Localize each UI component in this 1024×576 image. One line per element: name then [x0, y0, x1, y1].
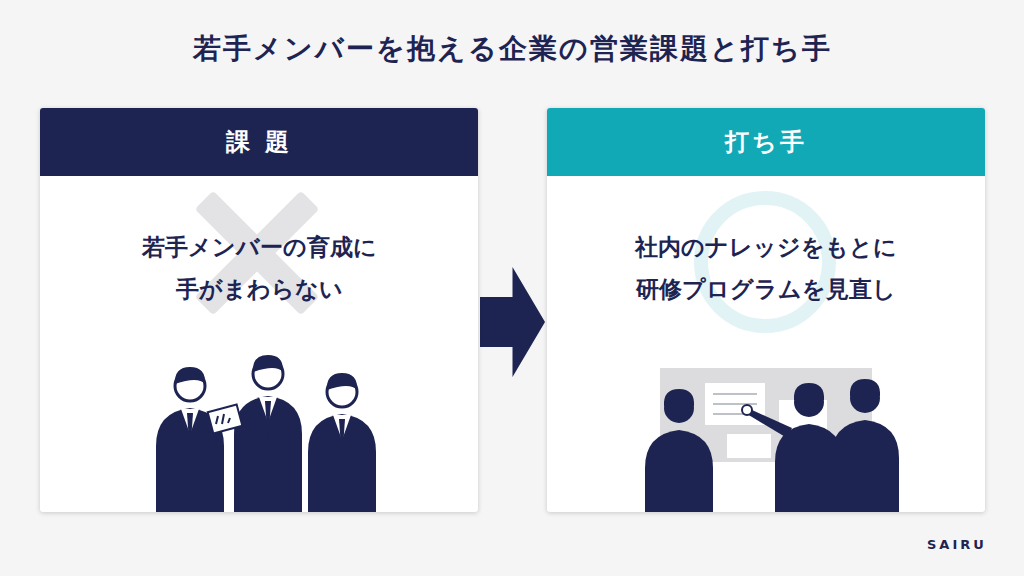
panel-body-text: 若手メンバーの育成に 手がまわらない	[74, 226, 444, 310]
panel-box: 打ち手社内のナレッジをもとに 研修プログラムを見直し	[547, 108, 985, 512]
panel-heading: 課 題	[40, 108, 478, 176]
block-arrow	[480, 267, 545, 377]
brand-logo: SAIRU	[927, 537, 987, 552]
panel-body-text: 社内のナレッジをもとに 研修プログラムを見直し	[581, 226, 951, 310]
panel-heading: 打ち手	[547, 108, 985, 176]
panel-box: 課 題若手メンバーの育成に 手がまわらない	[40, 108, 478, 512]
page-title: 若手メンバーを抱える企業の営業課題と打ち手	[0, 30, 1024, 68]
